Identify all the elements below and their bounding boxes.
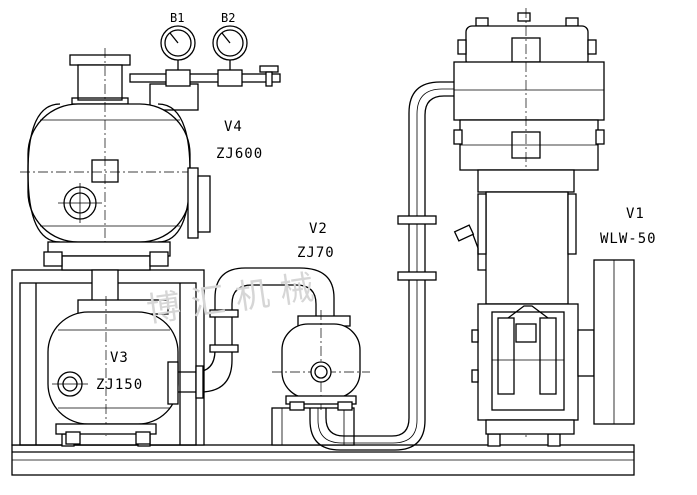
gauge-b2-label: B2 bbox=[221, 11, 235, 25]
v3-model: ZJ150 bbox=[96, 377, 143, 393]
gauge-b1-label: B1 bbox=[170, 11, 184, 25]
pump-v1 bbox=[453, 8, 635, 440]
gauge-manifold bbox=[129, 25, 281, 87]
pump-v2 bbox=[272, 310, 370, 411]
gauge-b1-icon bbox=[160, 25, 196, 70]
pump-v3 bbox=[47, 296, 179, 445]
v2-model: ZJ70 bbox=[297, 245, 335, 261]
v2-tag: V2 bbox=[309, 221, 328, 237]
v3-tag: V3 bbox=[110, 350, 129, 366]
piping bbox=[176, 81, 462, 451]
v1-model: WLW-50 bbox=[600, 231, 657, 247]
pump-v4 bbox=[20, 48, 211, 311]
v4-tag: V4 bbox=[224, 119, 243, 135]
v4-model: ZJ600 bbox=[216, 146, 263, 162]
gauge-b2-icon bbox=[212, 25, 248, 70]
v1-tag: V1 bbox=[626, 206, 645, 222]
